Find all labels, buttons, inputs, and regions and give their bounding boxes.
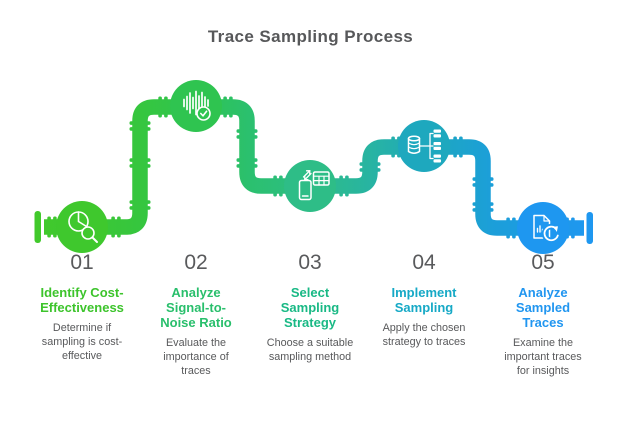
- step-description: Examine the important traces for insight…: [504, 337, 582, 377]
- pipe-end-cap: [586, 212, 593, 244]
- report-refresh-icon: [533, 214, 561, 243]
- step-description: Evaluate the importance of traces: [163, 337, 229, 377]
- step-column-5: 05 Analyze Sampled Traces Examine the im…: [484, 252, 602, 379]
- step-title: Implement Sampling: [391, 285, 457, 316]
- device-sync-calculator-icon: [298, 170, 330, 201]
- database-distribution-icon: [407, 129, 441, 163]
- pipe-start-cap: [34, 211, 41, 243]
- pipe-flanges-horizontal: [47, 96, 575, 239]
- step-number: 03: [298, 251, 322, 274]
- step-column-2: 02 Analyze Signal-to- Noise Ratio Evalua…: [137, 252, 255, 379]
- step-5-node: [517, 202, 569, 254]
- step-column-1: 01 Identify Cost- Effectiveness Determin…: [23, 252, 141, 364]
- page-title: Trace Sampling Process: [207, 27, 414, 46]
- step-number: 05: [531, 251, 555, 274]
- step-description: Apply the chosen strategy to traces: [382, 322, 466, 348]
- steps-row: 01 Identify Cost- Effectiveness Determin…: [0, 252, 621, 432]
- step-title: Analyze Signal-to- Noise Ratio: [160, 285, 232, 331]
- step-column-3: 03 Select Sampling Strategy Choose a sui…: [251, 252, 369, 365]
- step-description: Choose a suitable sampling method: [266, 337, 354, 364]
- step-number: 02: [184, 251, 208, 274]
- pipe-flanges-vertical: [129, 121, 494, 212]
- step-title: Identify Cost- Effectiveness: [40, 285, 124, 316]
- step-3-node: [284, 160, 336, 212]
- step-number: 01: [70, 251, 94, 274]
- pie-chart-magnifier-icon: [68, 211, 98, 243]
- step-1-node: [56, 201, 108, 253]
- waveform-check-icon: [183, 90, 211, 121]
- step-title: Select Sampling Strategy: [280, 285, 340, 331]
- step-column-4: 04 Implement Sampling Apply the chosen s…: [365, 252, 483, 350]
- step-description: Determine if sampling is cost- effective: [41, 322, 123, 362]
- step-title: Analyze Sampled Traces: [515, 285, 571, 331]
- step-number: 04: [412, 251, 436, 274]
